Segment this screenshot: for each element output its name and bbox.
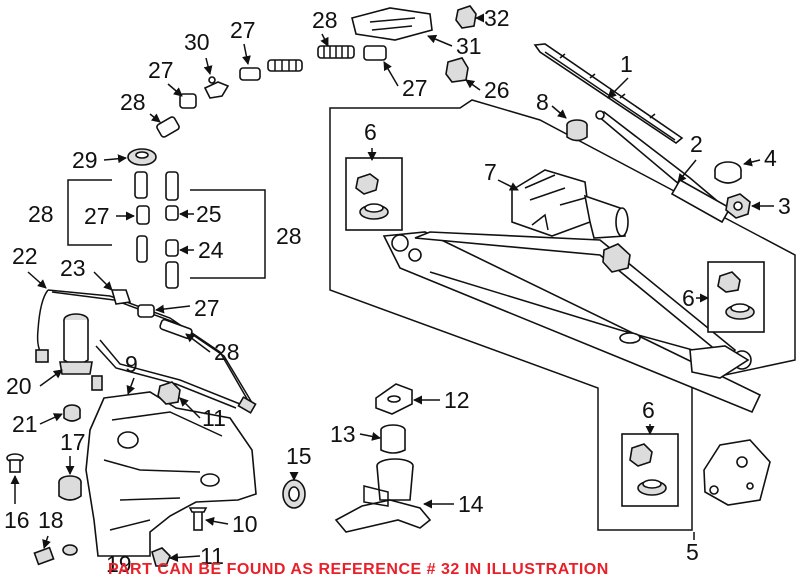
bushing-kit-box-right [707,261,765,333]
callout-3: 3 [778,193,791,219]
callout-12: 12 [444,387,470,413]
callout-26: 26 [484,77,510,103]
callout-2: 2 [690,131,703,157]
callout-1: 1 [620,51,633,77]
callout-25: 25 [196,201,222,227]
callout-28-lower: 28 [214,339,240,365]
callout-4: 4 [764,145,777,171]
washer-hose-22 [35,289,257,414]
washer-nozzle-31 [351,7,433,41]
wiper-arm [595,110,732,224]
callout-27-lower: 27 [194,295,220,321]
callout-29: 29 [72,147,98,173]
callout-9: 9 [125,351,138,377]
callout-24: 24 [198,237,224,263]
grommet-17 [58,475,82,501]
callout-28-bracket-left: 28 [28,201,54,227]
callout-7: 7 [484,159,497,185]
callout-13: 13 [330,421,356,447]
callout-27-left: 27 [148,57,174,83]
callout-16: 16 [4,507,30,533]
bracket-28-right [190,189,266,279]
callout-28-left-top: 28 [120,89,146,115]
callout-22: 22 [12,243,38,269]
grommet-12 [375,383,413,415]
callout-8: 8 [536,89,549,115]
callout-17: 17 [60,429,86,455]
arm-cap [714,161,742,184]
leader-lines [10,13,774,562]
connector-26 [445,57,469,83]
hose-28-mid [267,59,303,72]
grommet-8 [566,119,588,142]
washer-reservoir [85,391,257,557]
wiper-blade [533,43,684,144]
mounting-bracket [703,439,771,506]
callout-31: 31 [456,33,482,59]
callout-21: 21 [12,411,38,437]
grommet-21 [63,404,81,422]
callout-27-stack: 27 [84,203,110,229]
connector-23 [110,289,132,305]
callout-10: 10 [232,511,258,537]
seal-15 [282,479,306,509]
callout-27-top: 27 [230,17,256,43]
filler-neck-14 [334,458,432,533]
arm-nut [725,193,751,219]
callout-32: 32 [484,5,510,31]
callout-11-upper: 11 [202,405,226,431]
callout-28-bracket-right: 28 [276,223,302,249]
callout-6-right: 6 [682,285,695,311]
bushing-kit-box-top [345,157,403,231]
bushing-kit-box-bottom [621,433,679,507]
callout-6-bottom: 6 [642,397,655,423]
callout-19: 19 [106,551,132,577]
linkage-group-outline [329,99,796,531]
tee-connector-30 [203,76,230,99]
callout-28-top: 28 [312,7,338,33]
nut-11-upper [157,381,181,405]
hose-stack [134,171,179,289]
footer-note: PART CAN BE FOUND AS REFERENCE # 32 IN I… [108,561,609,578]
connector-27-top [239,45,387,81]
callout-11-lower: 11 [200,543,224,569]
callout-30: 30 [184,29,210,55]
nut-11-lower [151,547,171,567]
grommet-19 [62,544,78,556]
callout-15: 15 [286,443,312,469]
bolt-10 [188,507,208,531]
washer-pump [59,313,93,375]
callout-18: 18 [38,507,64,533]
wiper-linkage [382,231,762,414]
wiper-motor [511,169,629,239]
grommet-29 [127,148,157,166]
callout-27-right: 27 [402,75,428,101]
callout-23: 23 [60,255,86,281]
callout-14: 14 [458,491,484,517]
callout-5: 5 [686,539,699,565]
clip-32 [455,5,477,29]
hose-28-top [317,45,355,59]
hose-28-left [156,116,180,138]
callout-20: 20 [6,373,32,399]
plug-16 [6,453,24,473]
callout-6-top: 6 [364,119,377,145]
connector-27-left [179,93,197,109]
connector-27-lower [137,304,155,318]
sensor-18 [33,546,55,566]
bracket-28-left [67,179,112,246]
cap-13 [380,424,406,454]
